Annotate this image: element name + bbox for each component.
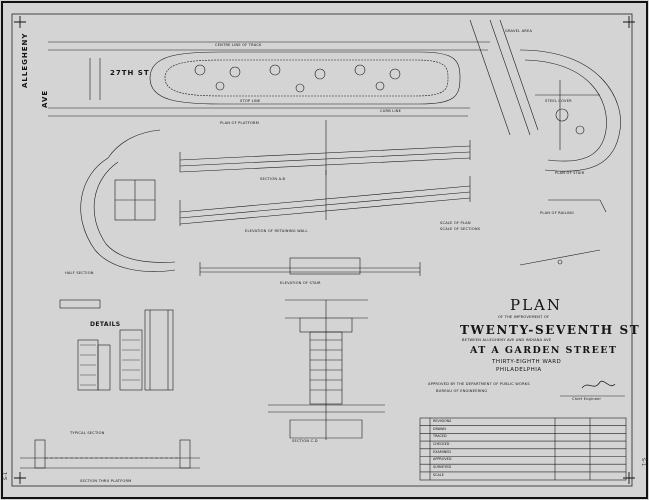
- label-curb-line: CURB LINE: [380, 109, 402, 113]
- label-centre-line: CENTRE LINE OF TRACK: [215, 43, 262, 47]
- sheet-number-right: S-1: [640, 458, 645, 467]
- title-block-row: DRAWN: [433, 427, 446, 431]
- label-section-platform: SECTION THRU PLATFORM: [80, 479, 132, 483]
- label-section-ab: SECTION A-B: [260, 177, 286, 181]
- label-elevation-retaining: ELEVATION OF RETAINING WALL: [245, 229, 308, 233]
- approval-note-2: BUREAU OF ENGINEERING: [436, 389, 488, 393]
- section-views: [80, 120, 607, 276]
- title-ward: THIRTY-EIGHTH WARD: [492, 359, 562, 365]
- street-label-27th: 27TH ST: [110, 69, 150, 77]
- approval-note-1: APPROVED BY THE DEPARTMENT OF PUBLIC WOR…: [428, 382, 530, 386]
- label-typical-section: TYPICAL SECTION: [70, 431, 105, 435]
- label-steel-cover: STEEL COVER: [545, 99, 572, 103]
- details-views: [20, 299, 200, 469]
- title-subtitle: OF THE IMPROVEMENT OF: [498, 315, 550, 319]
- title-block-row: EXAMINED: [433, 450, 451, 454]
- title-block-frame: [419, 417, 627, 481]
- sheet-number-left: S-1: [4, 471, 9, 480]
- street-label-allegheny: ALLEGHENY: [21, 32, 29, 88]
- title-block-row: REVISIONS: [433, 419, 452, 423]
- label-stop-line: STOP LINE: [240, 99, 261, 103]
- stair-section: [268, 299, 385, 440]
- label-half-section: HALF SECTION: [65, 271, 94, 275]
- scale-note-sections: SCALE OF SECTIONS: [440, 227, 481, 231]
- label-elevation-stair: ELEVATION OF STAIR: [280, 281, 321, 285]
- title-block-row: APPROVED: [433, 457, 452, 461]
- label-plan-platform: PLAN OF PLATFORM: [220, 121, 259, 125]
- title-street: TWENTY-SEVENTH ST: [460, 323, 641, 337]
- title-between: BETWEEN ALLEGHENY AVE AND INDIANA AVE: [462, 338, 552, 342]
- title-block-row: CHECKED: [433, 442, 450, 446]
- title-block-row: SCALE: [433, 473, 444, 477]
- title-plan: PLAN: [510, 296, 563, 314]
- title-garden: AT A GARDEN STREET: [470, 345, 618, 356]
- label-plan-rail: PLAN OF RAILING: [540, 211, 574, 215]
- title-block-row: SURVEYED: [433, 465, 452, 469]
- signature-mark: [581, 380, 616, 389]
- scale-note-plan: SCALE OF PLAN: [440, 221, 471, 225]
- approval-signature-label: Chief Engineer: [572, 397, 602, 401]
- label-plan-stair: PLAN OF STAIR: [555, 171, 585, 175]
- label-gravel-area: GRAVEL AREA: [505, 29, 533, 33]
- label-section-cd: SECTION C-D: [292, 439, 318, 443]
- title-block-row: TRACED: [433, 434, 447, 438]
- street-label-ave: AVE: [41, 89, 49, 108]
- title-city: PHILADELPHIA: [496, 367, 542, 373]
- label-details: DETAILS: [90, 321, 121, 328]
- plan-view: [48, 19, 621, 172]
